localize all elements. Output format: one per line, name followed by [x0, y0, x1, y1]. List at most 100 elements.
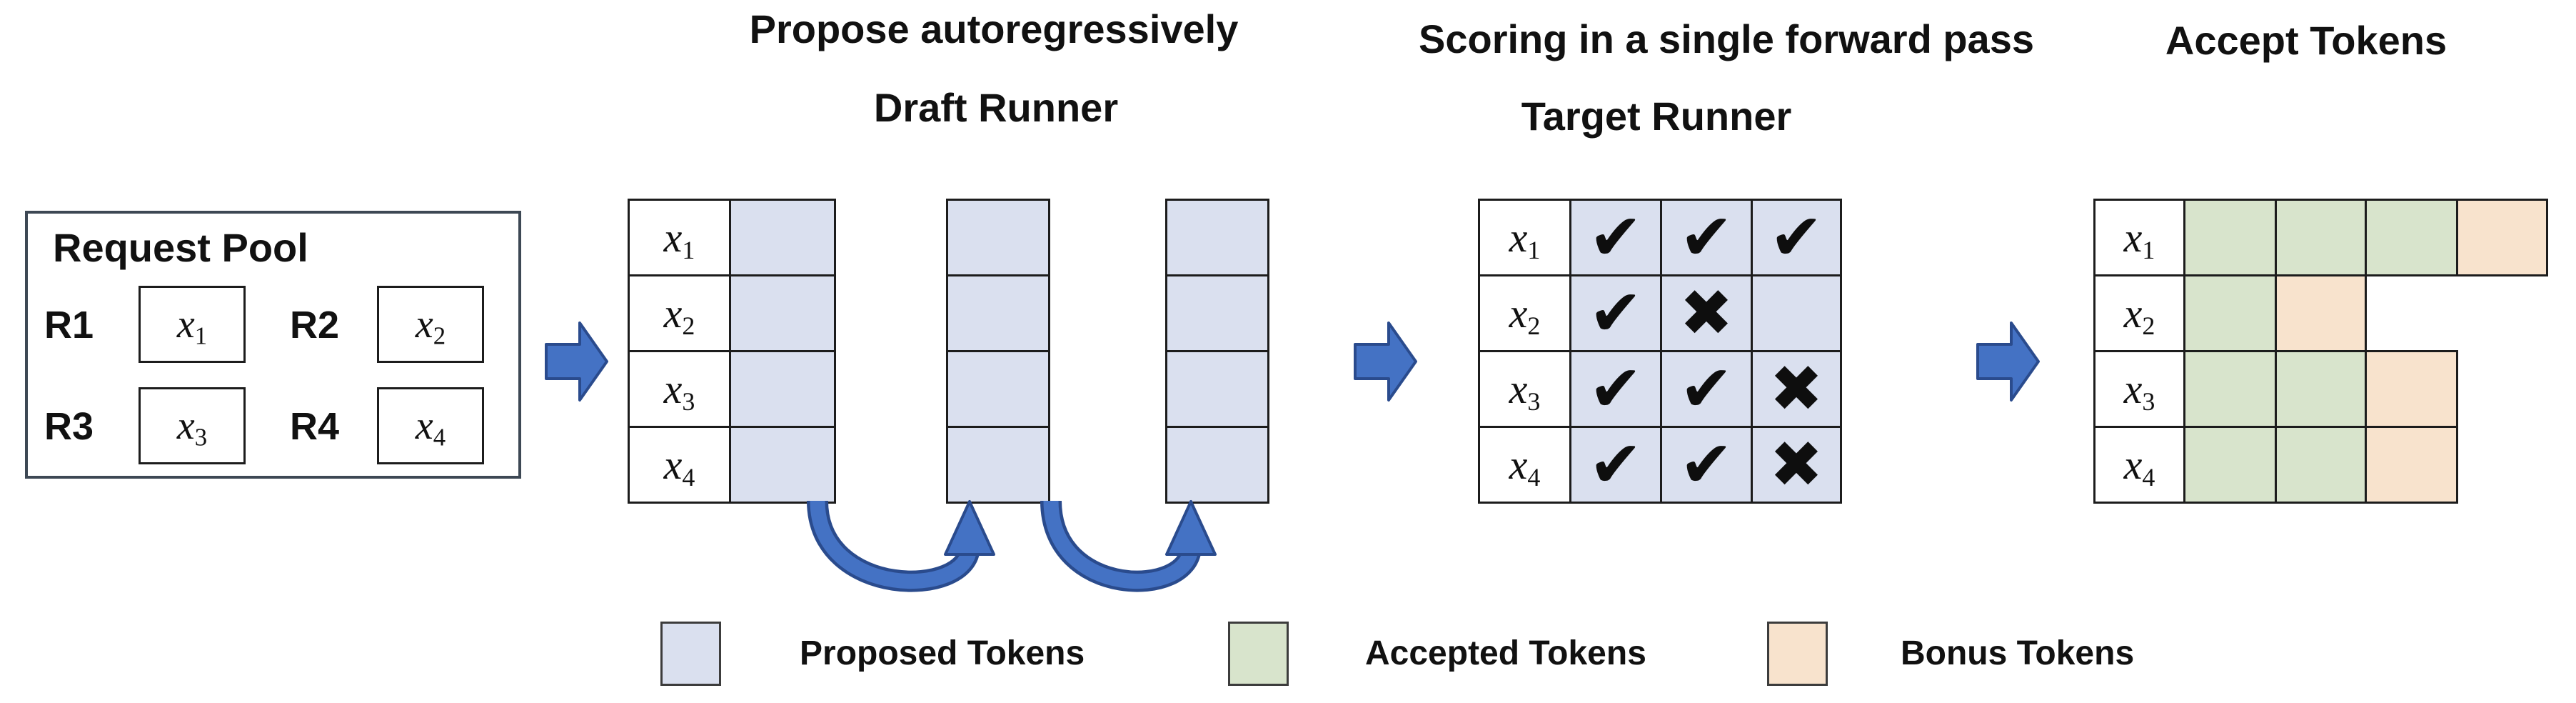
- request-token-box-4: x4: [377, 387, 484, 464]
- score-cell-check: ✔: [1569, 426, 1662, 504]
- score-cell-cross: ✖: [1660, 274, 1753, 352]
- legend-label-accepted: Accepted Tokens: [1365, 634, 1646, 672]
- cross-icon: ✖: [1679, 275, 1734, 351]
- check-icon: ✔: [1589, 199, 1643, 275]
- accept-row-label-cell: x3: [2093, 350, 2185, 428]
- token-label: x3: [2123, 365, 2155, 416]
- proposed-token-cell-step2: [946, 350, 1050, 428]
- draft-row-label-cell: x4: [628, 426, 731, 504]
- accepted-token-cell: [2365, 199, 2458, 276]
- token-base: x: [176, 404, 195, 448]
- proposed-token-cell-step2: [946, 274, 1050, 352]
- bonus-token-cell: [2365, 426, 2458, 504]
- score-cell-check: ✔: [1660, 350, 1753, 428]
- target-row-label-cell: x2: [1478, 274, 1571, 352]
- title-target-runner: Target Runner: [1521, 94, 1792, 139]
- draft-row-label-cell: x2: [628, 274, 731, 352]
- proposed-token-cell-step1: [729, 426, 836, 504]
- request-token-box-2: x2: [377, 286, 484, 363]
- request-label-r1: R1: [44, 304, 94, 346]
- score-cell-cross: ✖: [1751, 350, 1842, 428]
- accepted-token-cell: [2275, 426, 2367, 504]
- proposed-token-cell-step1: [729, 350, 836, 428]
- flow-arrow-pool-to-draft: [545, 321, 608, 402]
- token-base: x: [415, 302, 433, 346]
- token-label: x2: [415, 302, 446, 349]
- score-cell-check: ✔: [1569, 199, 1662, 276]
- request-label-r3: R3: [44, 405, 94, 448]
- autoregressive-loop-arrow-1: [807, 500, 995, 592]
- draft-row-label-cell: x1: [628, 199, 731, 276]
- target-row-label-cell: x1: [1478, 199, 1571, 276]
- legend-swatch-accepted: [1228, 622, 1289, 686]
- check-icon: ✔: [1589, 275, 1643, 351]
- score-cell-check: ✔: [1660, 426, 1753, 504]
- score-cell-check: ✔: [1569, 350, 1662, 428]
- score-cell-check: ✔: [1660, 199, 1753, 276]
- check-icon: ✔: [1679, 427, 1734, 502]
- accepted-token-cell: [2183, 350, 2277, 428]
- token-label: x1: [2123, 214, 2155, 264]
- bonus-token-cell: [2456, 199, 2548, 276]
- accept-row-label-cell: x2: [2093, 274, 2185, 352]
- legend-swatch-proposed: [660, 622, 721, 686]
- token-label: x4: [415, 404, 446, 450]
- token-label: x4: [663, 441, 695, 492]
- token-label: x3: [663, 365, 695, 416]
- target-row-label-cell: x3: [1478, 350, 1571, 428]
- title-scoring-single-forward-pass: Scoring in a single forward pass: [1419, 16, 2034, 61]
- cross-icon: ✖: [1769, 351, 1823, 427]
- proposed-token-cell-step1: [729, 199, 836, 276]
- check-icon: ✔: [1769, 199, 1823, 275]
- score-cell-check: ✔: [1569, 274, 1662, 352]
- check-icon: ✔: [1589, 427, 1643, 502]
- bonus-token-cell: [2365, 350, 2458, 428]
- legend-label-bonus: Bonus Tokens: [1901, 634, 2135, 672]
- token-label: x2: [1509, 289, 1541, 340]
- score-cell-cross: ✖: [1751, 426, 1842, 504]
- title-propose-autoregressively: Propose autoregressively: [749, 6, 1239, 51]
- proposed-token-cell-step3: [1165, 274, 1269, 352]
- flow-arrow-draft-to-target: [1354, 321, 1417, 402]
- token-label: x2: [2123, 289, 2155, 340]
- title-accept-tokens: Accept Tokens: [2165, 18, 2447, 63]
- request-label-r4: R4: [290, 405, 340, 448]
- request-label-r2: R2: [290, 304, 340, 346]
- token-label: x3: [1509, 365, 1541, 416]
- token-label: x1: [176, 302, 207, 349]
- accepted-token-cell: [2275, 350, 2367, 428]
- cross-icon: ✖: [1769, 427, 1823, 502]
- proposed-token-cell-step3: [1165, 199, 1269, 276]
- score-cell-empty: [1751, 274, 1842, 352]
- token-base: x: [176, 302, 195, 346]
- token-label: x4: [2123, 441, 2155, 492]
- request-pool-title: Request Pool: [53, 225, 308, 270]
- token-label: x2: [663, 289, 695, 340]
- token-sub: 3: [194, 423, 208, 452]
- accept-row-label-cell: x1: [2093, 199, 2185, 276]
- proposed-token-cell-step1: [729, 274, 836, 352]
- proposed-token-cell-step2: [946, 199, 1050, 276]
- bonus-token-cell: [2275, 274, 2367, 352]
- accepted-token-cell: [2183, 426, 2277, 504]
- token-label: x1: [663, 214, 695, 264]
- check-icon: ✔: [1679, 351, 1734, 427]
- request-token-box-1: x1: [139, 286, 246, 363]
- proposed-token-cell-step3: [1165, 350, 1269, 428]
- proposed-token-cell-step2: [946, 426, 1050, 504]
- token-label: x4: [1509, 441, 1541, 492]
- check-icon: ✔: [1679, 199, 1734, 275]
- request-token-box-3: x3: [139, 387, 246, 464]
- draft-row-label-cell: x3: [628, 350, 731, 428]
- token-base: x: [415, 404, 433, 448]
- token-sub: 1: [194, 321, 208, 350]
- accept-row-label-cell: x4: [2093, 426, 2185, 504]
- check-icon: ✔: [1589, 351, 1643, 427]
- legend-swatch-bonus: [1767, 622, 1828, 686]
- autoregressive-loop-arrow-2: [1040, 500, 1217, 592]
- accepted-token-cell: [2183, 199, 2277, 276]
- title-draft-runner: Draft Runner: [873, 85, 1119, 130]
- target-row-label-cell: x4: [1478, 426, 1571, 504]
- flow-arrow-target-to-accept: [1976, 321, 2040, 402]
